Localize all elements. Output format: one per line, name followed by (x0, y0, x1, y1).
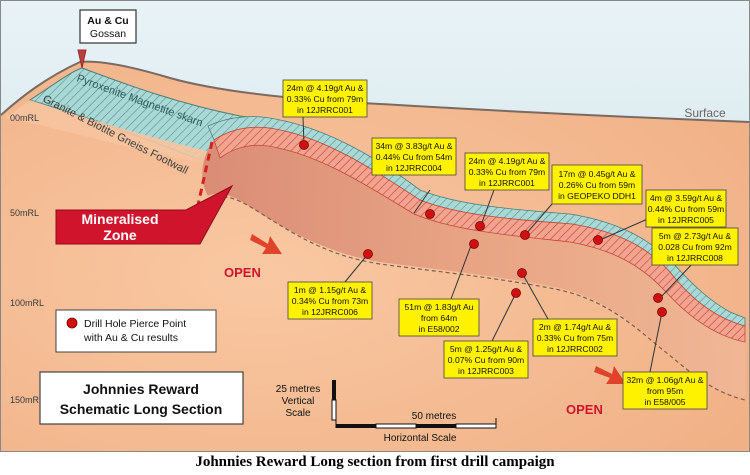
gossan-label-line1: Au & Cu (87, 15, 128, 27)
intercept-5-line1: 4m @ 3.59g/t Au & (650, 193, 723, 203)
open-label-right: OPEN (566, 402, 603, 417)
horizontal-scale-value: 50 metres (412, 411, 456, 422)
intercept-5-line3: in 12JRRC005 (658, 215, 714, 225)
intercept-8-line2: from 64m (421, 313, 457, 323)
intercept-7-line2: 0.34% Cu from 73m (292, 296, 368, 306)
pierce-point (517, 268, 527, 278)
surface-line (0, 60, 750, 123)
intercept-label-7: 1m @ 1.15g/t Au & 0.34% Cu from 73m in 1… (287, 281, 373, 320)
intercept-3-line3: in 12JRRC001 (479, 178, 535, 188)
intercept-3-line2: 0.33% Cu from 79m (469, 167, 545, 177)
horizontal-scale-label: Horizontal Scale (384, 433, 457, 444)
intercept-3-line1: 24m @ 4.19g/t Au & (468, 156, 545, 166)
intercept-6-line3: in 12JRRC008 (667, 253, 723, 263)
pierce-points (299, 140, 667, 317)
intercept-7-line1: 1m @ 1.15g/t Au & (294, 285, 367, 295)
leader-lines (302, 116, 695, 373)
rl-label-50: 50mRL (10, 208, 39, 218)
legend-pierce-point-icon (66, 317, 78, 329)
rl-label-150: 150mRL (10, 395, 44, 405)
gossan-label-line2: Gossan (90, 28, 126, 40)
intercept-8-line1: 51m @ 1.83g/t Au (405, 302, 474, 312)
open-arrow-left: OPEN (224, 234, 282, 280)
mineralised-zone-line2: Zone (103, 227, 137, 243)
open-arrow-right: OPEN (566, 366, 626, 417)
gossan-label-box: Au & Cu Gossan (79, 9, 137, 44)
gossan-marker (77, 49, 87, 69)
high-grade-band (213, 126, 746, 343)
gneiss-wedge (5, 100, 212, 162)
rl-label-00: 00mRL (10, 113, 39, 123)
intercept-label-10: 5m @ 1.25g/t Au & 0.07% Cu from 90m in 1… (443, 340, 529, 379)
intercept-2-line1: 34m @ 3.83g/t Au & (375, 141, 452, 151)
vertical-scale-label-line1: Vertical (282, 396, 315, 407)
intercept-2-line3: in 12JRRC004 (386, 163, 442, 173)
intercept-11-line3: in E58/005 (644, 397, 685, 407)
mineralised-zone-line1: Mineralised (81, 211, 158, 227)
figure-caption: Johnnies Reward Long section from first … (195, 454, 555, 470)
fault-line (196, 141, 214, 206)
pierce-point (469, 239, 479, 249)
legend: Drill Hole Pierce Point with Au & Cu res… (55, 309, 217, 353)
intercept-10-line2: 0.07% Cu from 90m (448, 355, 524, 365)
intercept-label-5: 4m @ 3.59g/t Au & 0.44% Cu from 59m in 1… (645, 189, 727, 228)
surface-label: Surface (684, 106, 726, 120)
intercept-label-9: 2m @ 1.74g/t Au & 0.33% Cu from 75m in 1… (532, 318, 618, 357)
intercept-4-line1: 17m @ 0.45g/t Au & (558, 169, 635, 179)
vertical-scale-value: 25 metres (276, 384, 320, 395)
intercept-labels: 24m @ 4.19g/t Au & 0.33% Cu from 79m in … (282, 79, 739, 410)
mineralised-zone-body (202, 127, 745, 399)
title-line1: Johnnies Reward (83, 381, 199, 397)
pierce-point (593, 235, 603, 245)
intercept-label-1: 24m @ 4.19g/t Au & 0.33% Cu from 79m in … (282, 79, 368, 118)
intercept-4-line2: 0.26% Cu from 59m (559, 180, 635, 190)
intercept-1-line1: 24m @ 4.19g/t Au & (286, 83, 363, 93)
intercept-1-line3: in 12JRRC001 (297, 105, 353, 115)
intercept-11-line2: from 95m (647, 386, 683, 396)
title-box: Johnnies Reward Schematic Long Section (39, 371, 244, 425)
pierce-point (657, 307, 667, 317)
scale-bars: 25 metres Vertical Scale 50 metres Horiz… (276, 380, 497, 444)
intercept-1-line2: 0.33% Cu from 79m (287, 94, 363, 104)
intercept-8-line3: in E58/002 (418, 324, 459, 334)
pierce-point (299, 140, 309, 150)
intercept-9-line1: 2m @ 1.74g/t Au & (539, 322, 612, 332)
intercept-label-2: 34m @ 3.83g/t Au & 0.44% Cu from 54m in … (371, 137, 457, 176)
zone-lower-boundary (209, 196, 746, 401)
intercept-4-line3: in GEOPEKO DDH1 (558, 191, 636, 201)
intercept-6-line2: 0.028 Cu from 92m (658, 242, 732, 252)
pierce-point (511, 288, 521, 298)
vertical-scale-label-line2: Scale (285, 408, 310, 419)
pierce-point (520, 230, 530, 240)
pierce-point (425, 209, 435, 219)
intercept-10-line1: 5m @ 1.25g/t Au & (450, 344, 523, 354)
intercept-7-line3: in 12JRRC006 (302, 307, 358, 317)
long-section-diagram: Au & Cu Gossan Surface Pyroxenite Magnet… (0, 0, 750, 452)
intercept-2-line2: 0.44% Cu from 54m (376, 152, 452, 162)
legend-line2: with Au & Cu results (83, 332, 178, 344)
pierce-point (653, 293, 663, 303)
intercept-label-11: 32m @ 1.06g/t Au & from 95m in E58/005 (622, 371, 708, 410)
intercept-label-4: 17m @ 0.45g/t Au & 0.26% Cu from 59m in … (551, 164, 643, 205)
title-line2: Schematic Long Section (60, 401, 223, 417)
intercept-9-line2: 0.33% Cu from 75m (537, 333, 613, 343)
intercept-label-3: 24m @ 4.19g/t Au & 0.33% Cu from 79m in … (464, 152, 550, 191)
pierce-point (475, 221, 485, 231)
intercept-11-line1: 32m @ 1.06g/t Au & (626, 375, 703, 385)
mineralised-zone-tag: Mineralised Zone (55, 184, 234, 245)
intercept-6-line1: 5m @ 2.73g/t Au & (659, 231, 732, 241)
intercept-label-6: 5m @ 2.73g/t Au & 0.028 Cu from 92m in 1… (651, 227, 739, 266)
intercept-10-line3: in 12JRRC003 (458, 366, 514, 376)
pierce-point (363, 249, 373, 259)
legend-line1: Drill Hole Pierce Point (84, 318, 186, 330)
intercept-label-8: 51m @ 1.83g/t Au from 64m in E58/002 (398, 298, 480, 337)
rl-axis: 00mRL 50mRL 100mRL 150mRL (10, 113, 44, 405)
open-label-left: OPEN (224, 265, 261, 280)
rl-label-100: 100mRL (10, 298, 44, 308)
intercept-5-line2: 0.44% Cu from 59m (648, 204, 724, 214)
intercept-9-line3: in 12JRRC002 (547, 344, 603, 354)
